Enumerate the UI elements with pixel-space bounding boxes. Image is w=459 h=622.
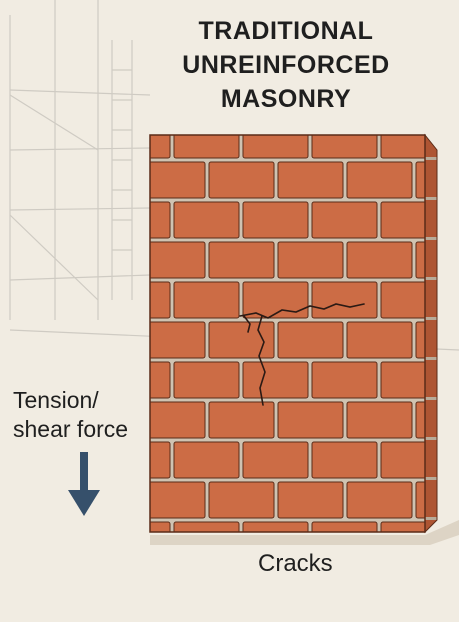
title-line-3: MASONRY [220, 85, 352, 113]
title-line-1: TRADITIONAL [198, 17, 374, 45]
force-label-line-2: shear force [13, 416, 129, 442]
brick-wall [149, 134, 426, 533]
cracks-label: Cracks [258, 550, 333, 577]
diagram-title: TRADITIONAL UNREINFORCED MASONRY [170, 14, 402, 116]
crack-vertical [257, 315, 266, 406]
wall-side-face [424, 133, 438, 534]
title-line-2: UNREINFORCED [182, 51, 390, 79]
force-label: Tension/ shear force [13, 386, 128, 444]
scaffold-brace [9, 214, 99, 301]
force-label-line-1: Tension/ [13, 387, 99, 413]
scaffold-brace [9, 94, 99, 151]
crack-branch [243, 315, 251, 333]
force-arrow-icon [68, 452, 100, 516]
scaffold-beam [9, 89, 151, 96]
scaffold-beam [9, 147, 151, 151]
scaffold-beam [9, 207, 151, 211]
scaffold-beam [9, 274, 151, 281]
wall-shadow [150, 520, 459, 545]
crack-lines [239, 303, 365, 406]
